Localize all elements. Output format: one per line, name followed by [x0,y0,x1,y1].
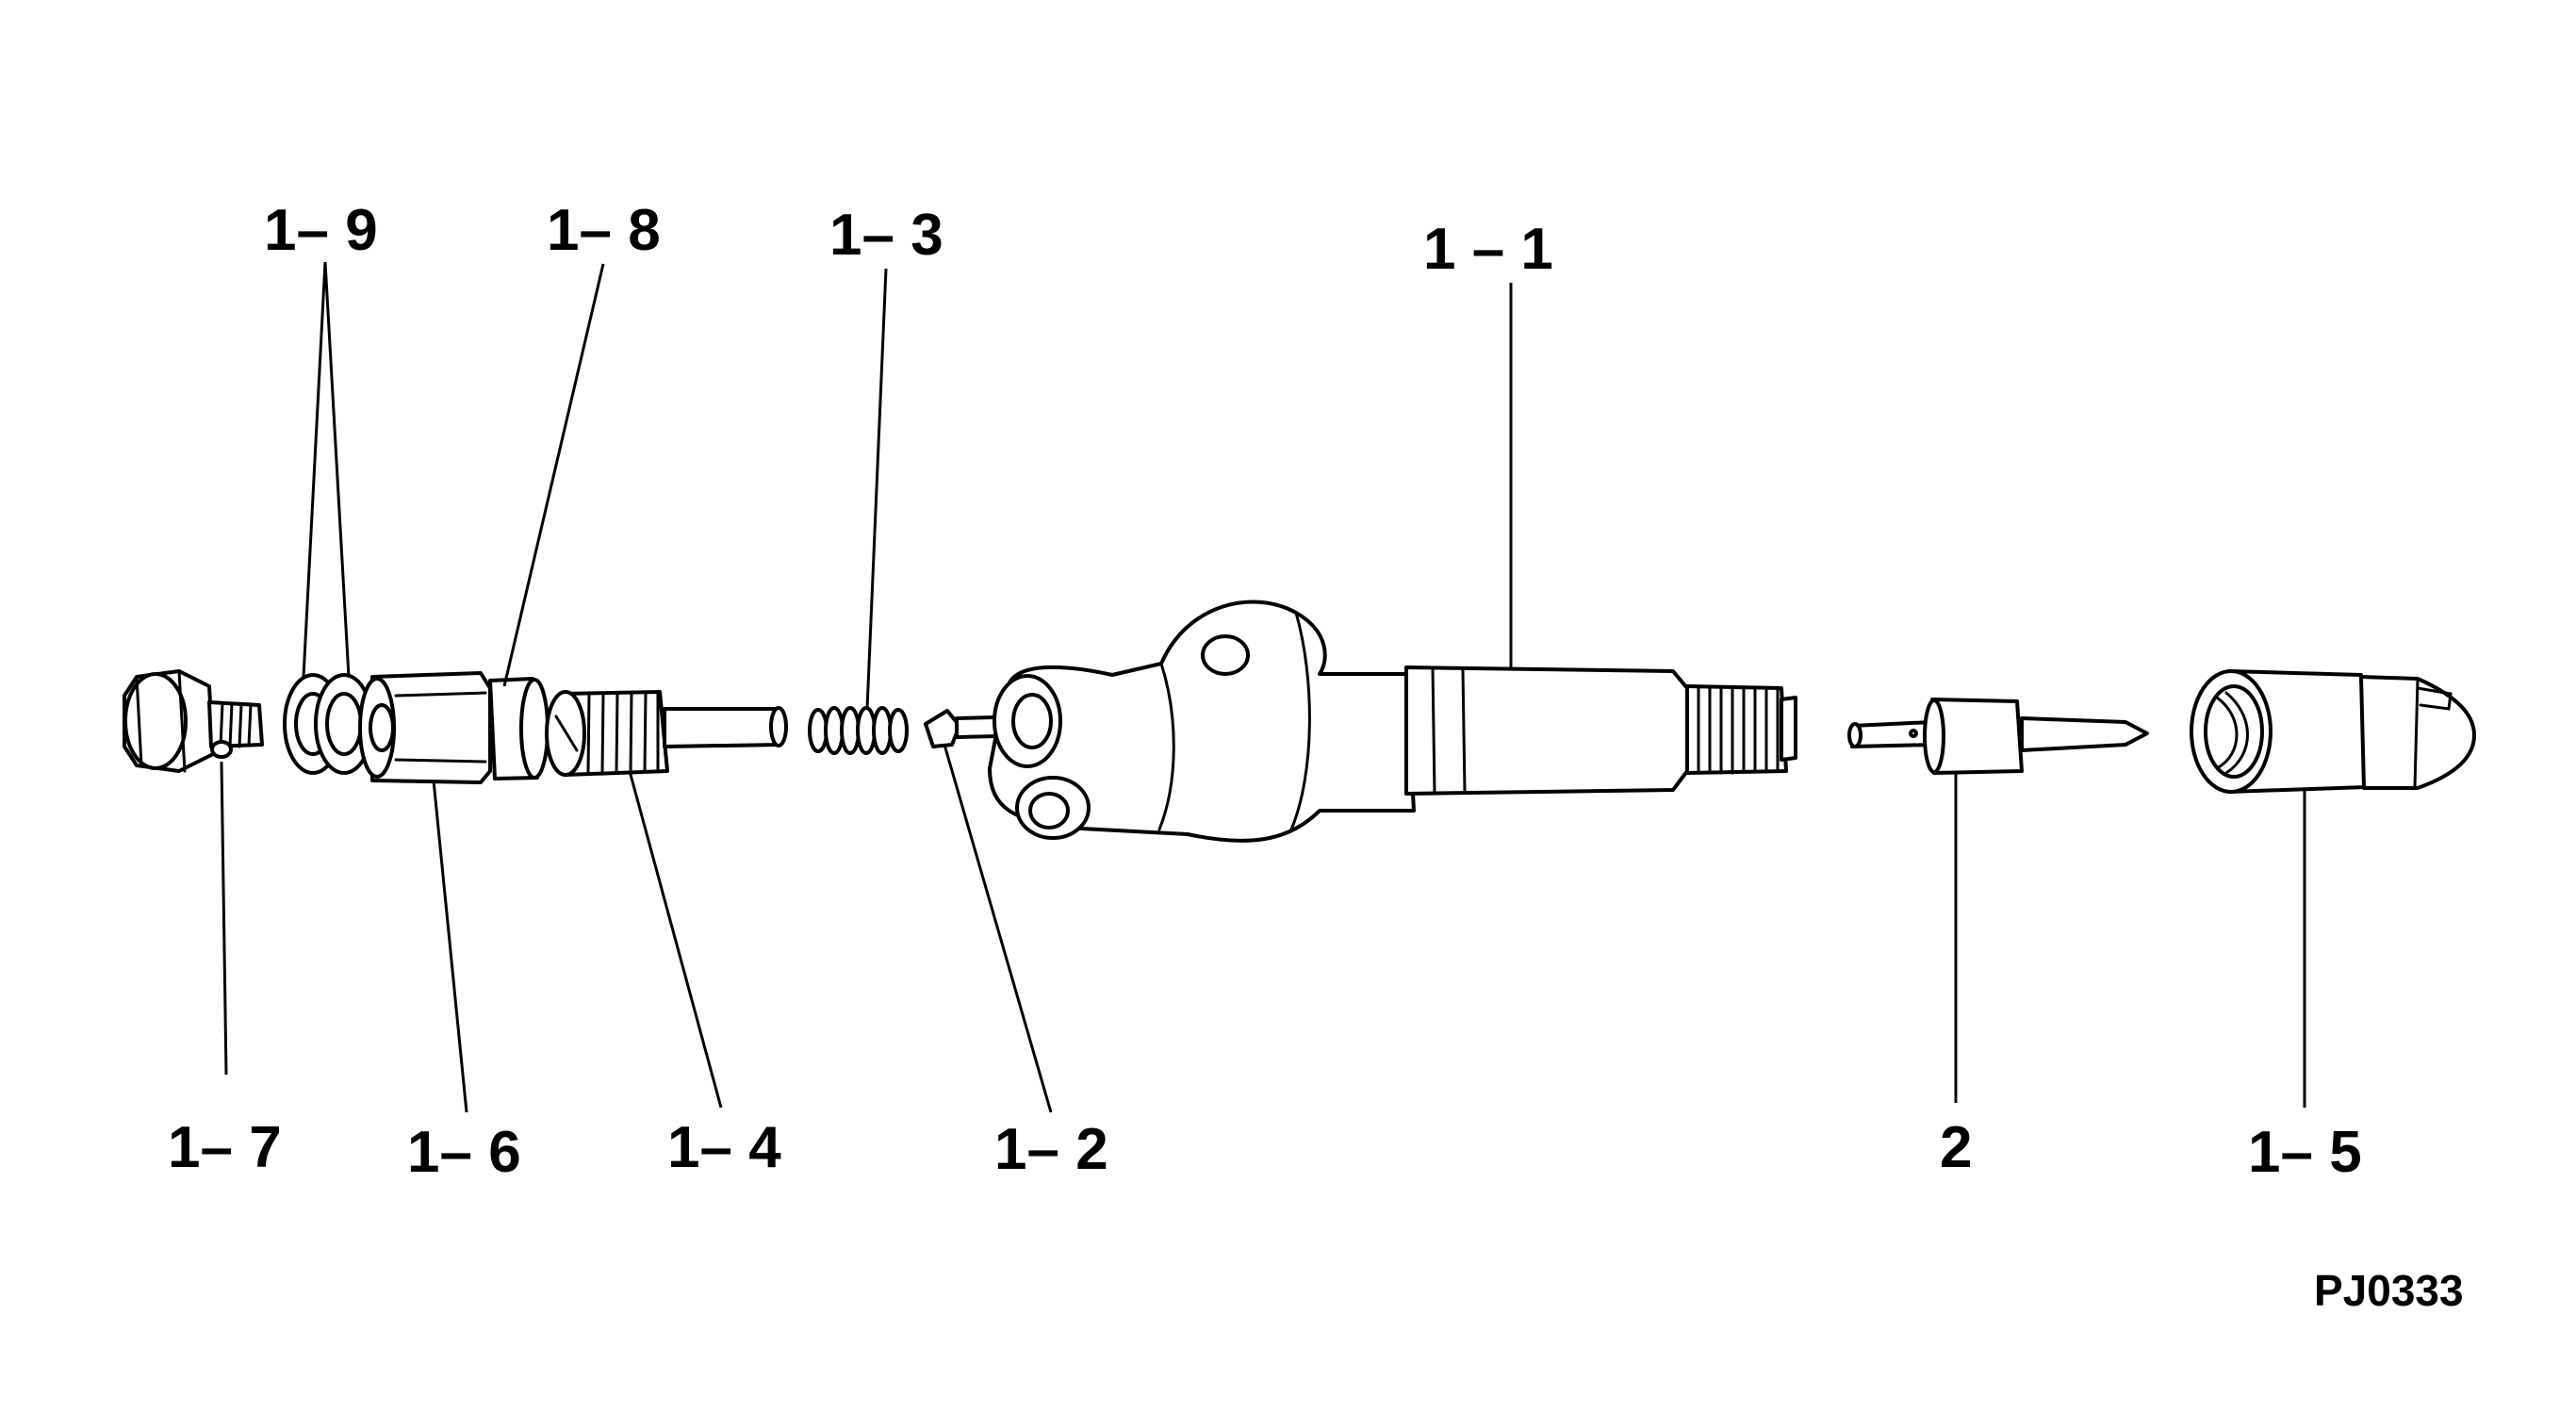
leader-1-3 [865,268,888,710]
part-gaskets [283,673,374,775]
callout-1-1: 1 – 1 [1423,217,1553,282]
leader-1-8 [502,263,605,687]
part-nozzle-holder-body [988,600,1797,843]
leader-1-9-a [302,261,327,678]
part-nozzle [1847,698,2149,775]
part-union-fitting [358,671,492,784]
callout-labels: 1– 9 1– 8 1– 3 1 – 1 1– 7 1– 6 1– 4 1– 2… [168,198,2362,1185]
leader-1-6 [432,780,468,1113]
part-retaining-nut [2190,669,2476,794]
callout-1-4: 1– 4 [667,1115,781,1180]
callout-1-3: 1– 3 [829,203,943,268]
callout-1-6: 1– 6 [407,1120,521,1185]
callout-1-2: 1– 2 [994,1117,1108,1182]
callout-2: 2 [1940,1115,1972,1180]
part-adjusting-screw [545,690,788,777]
leader-1-7 [220,761,228,1076]
callout-1-7: 1– 7 [168,1115,282,1180]
callout-1-5: 1– 5 [2248,1120,2362,1185]
leader-1-4 [628,770,723,1109]
leader-lines [220,261,2306,1113]
part-hollow-bolt [123,669,264,773]
callout-1-9: 1– 9 [264,198,378,263]
part-spring [808,706,909,755]
leader-1-9-b [323,261,351,678]
callout-1-8: 1– 8 [547,198,661,263]
leader-1-2 [943,744,1053,1113]
figure-code: PJ0333 [2314,1266,2464,1315]
part-washer [488,677,550,780]
